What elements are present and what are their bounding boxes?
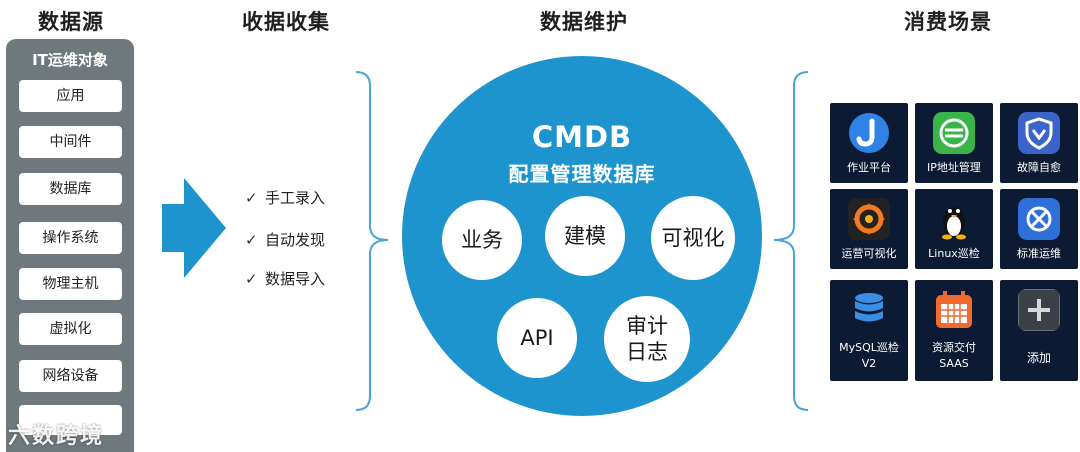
scenario-tile-self-healing[interactable]: 故障自愈 xyxy=(1000,103,1078,183)
check-icon: ✓ xyxy=(245,270,258,288)
cmdb-subtitle: 配置管理数据库 xyxy=(508,162,656,186)
source-item-virtualization: 虚拟化 xyxy=(19,313,122,345)
scenario-tile-ip-management[interactable]: IP地址管理 xyxy=(915,103,993,183)
source-item-database: 数据库 xyxy=(19,173,122,205)
maintain-column-title: 数据维护 xyxy=(540,10,628,34)
bubble-visualization: 可视化 xyxy=(651,196,735,280)
scenario-label: 作业平台 xyxy=(847,161,891,174)
collect-label: 自动发现 xyxy=(265,231,326,249)
source-item-network: 网络设备 xyxy=(19,360,122,392)
scenario-tile-add[interactable]: 添加 xyxy=(1000,280,1078,381)
scenario-label: MySQL巡检 V2 xyxy=(839,341,899,370)
collect-item-auto: ✓ 自动发现 xyxy=(245,229,325,250)
collect-label: 数据导入 xyxy=(265,270,326,288)
collect-label: 手工录入 xyxy=(265,189,326,207)
scenario-tile-resource-delivery[interactable]: 资源交付 SAAS xyxy=(915,280,993,381)
scenario-label: 添加 xyxy=(1026,351,1051,365)
bubble-modeling: 建模 xyxy=(545,196,625,276)
source-column-title: 数据源 xyxy=(38,10,104,34)
watermark-logo: 六数跨境 xyxy=(8,424,105,449)
j-letter-icon xyxy=(849,113,889,153)
scenario-label: Linux巡检 xyxy=(928,247,980,260)
scenario-tile-mysql-inspection[interactable]: MySQL巡检 V2 xyxy=(830,280,908,381)
scenario-label: IP地址管理 xyxy=(927,161,981,174)
consume-column-title: 消费场景 xyxy=(904,10,992,34)
bubble-business: 业务 xyxy=(442,200,522,280)
collect-column-title: 收据收集 xyxy=(242,10,330,34)
source-item-physical-host: 物理主机 xyxy=(19,268,122,300)
scenario-tile-linux-inspection[interactable]: Linux巡检 xyxy=(915,189,993,269)
scenario-tile-ops-visualization[interactable]: 运营可视化 xyxy=(830,189,908,269)
source-item-middleware: 中间件 xyxy=(19,126,122,158)
bubble-api: API xyxy=(497,298,577,378)
collect-item-manual: ✓ 手工录入 xyxy=(245,187,325,208)
scenario-tile-standard-ops[interactable]: 标准运维 xyxy=(1000,189,1078,269)
data-source-panel: IT运维对象 应用 中间件 数据库 操作系统 物理主机 虚拟化 网络设备 xyxy=(6,39,134,452)
consume-brace xyxy=(773,71,809,411)
shield-icon xyxy=(1018,112,1060,154)
scenario-label: 资源交付 SAAS xyxy=(932,341,976,370)
source-item-application: 应用 xyxy=(19,80,122,112)
calendar-icon xyxy=(936,291,972,328)
scenario-label: 运营可视化 xyxy=(841,247,897,260)
bubble-audit-log: 审计 日志 xyxy=(604,296,690,382)
source-item-blank xyxy=(19,405,122,435)
check-icon: ✓ xyxy=(245,189,258,207)
ip-network-icon xyxy=(933,112,975,154)
gear-x-icon xyxy=(1018,198,1060,240)
collect-item-import: ✓ 数据导入 xyxy=(245,268,325,289)
grafana-icon xyxy=(848,198,890,240)
database-icon xyxy=(855,293,883,322)
tux-penguin-icon xyxy=(942,207,966,240)
flow-arrow-icon xyxy=(162,178,226,278)
plus-icon xyxy=(1018,289,1060,331)
scenario-label: 标准运维 xyxy=(1017,247,1061,260)
source-item-os: 操作系统 xyxy=(19,222,122,254)
cmdb-title: CMDB xyxy=(531,120,633,154)
check-icon: ✓ xyxy=(245,231,258,249)
scenario-label: 故障自愈 xyxy=(1017,161,1061,174)
source-panel-heading: IT运维对象 xyxy=(32,51,108,69)
collect-brace xyxy=(355,71,389,411)
scenario-tile-job-platform[interactable]: 作业平台 xyxy=(830,103,908,183)
